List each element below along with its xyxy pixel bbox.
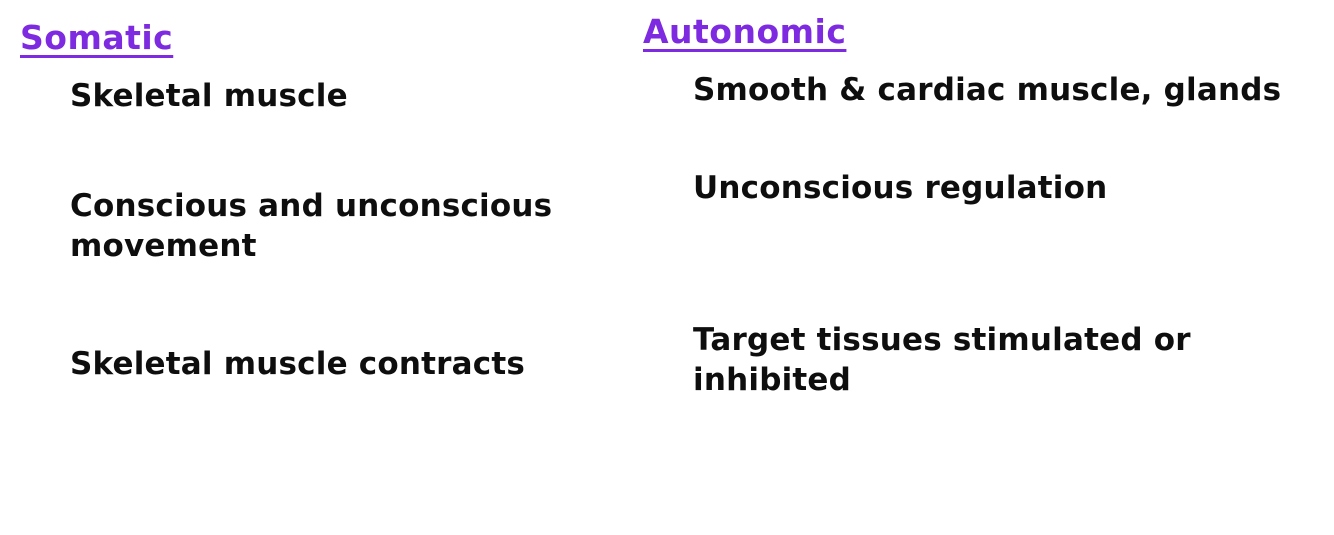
somatic-item-control: Conscious and unconscious movement bbox=[70, 188, 553, 265]
somatic-item-effect: Skeletal muscle contracts bbox=[70, 346, 525, 382]
somatic-item-effector: Skeletal muscle bbox=[70, 78, 348, 114]
autonomic-item-control: Unconscious regulation bbox=[693, 170, 1108, 206]
autonomic-item-effect: Target tissues stimulated or inhibited bbox=[693, 322, 1191, 399]
autonomic-item-effector: Smooth & cardiac muscle, glands bbox=[693, 72, 1282, 108]
autonomic-heading: Autonomic bbox=[643, 12, 847, 51]
somatic-heading: Somatic bbox=[20, 18, 174, 57]
somatic-column: Somatic Skeletal muscle Conscious and un… bbox=[20, 18, 650, 518]
autonomic-column: Autonomic Smooth & cardiac muscle, gland… bbox=[643, 12, 1334, 512]
